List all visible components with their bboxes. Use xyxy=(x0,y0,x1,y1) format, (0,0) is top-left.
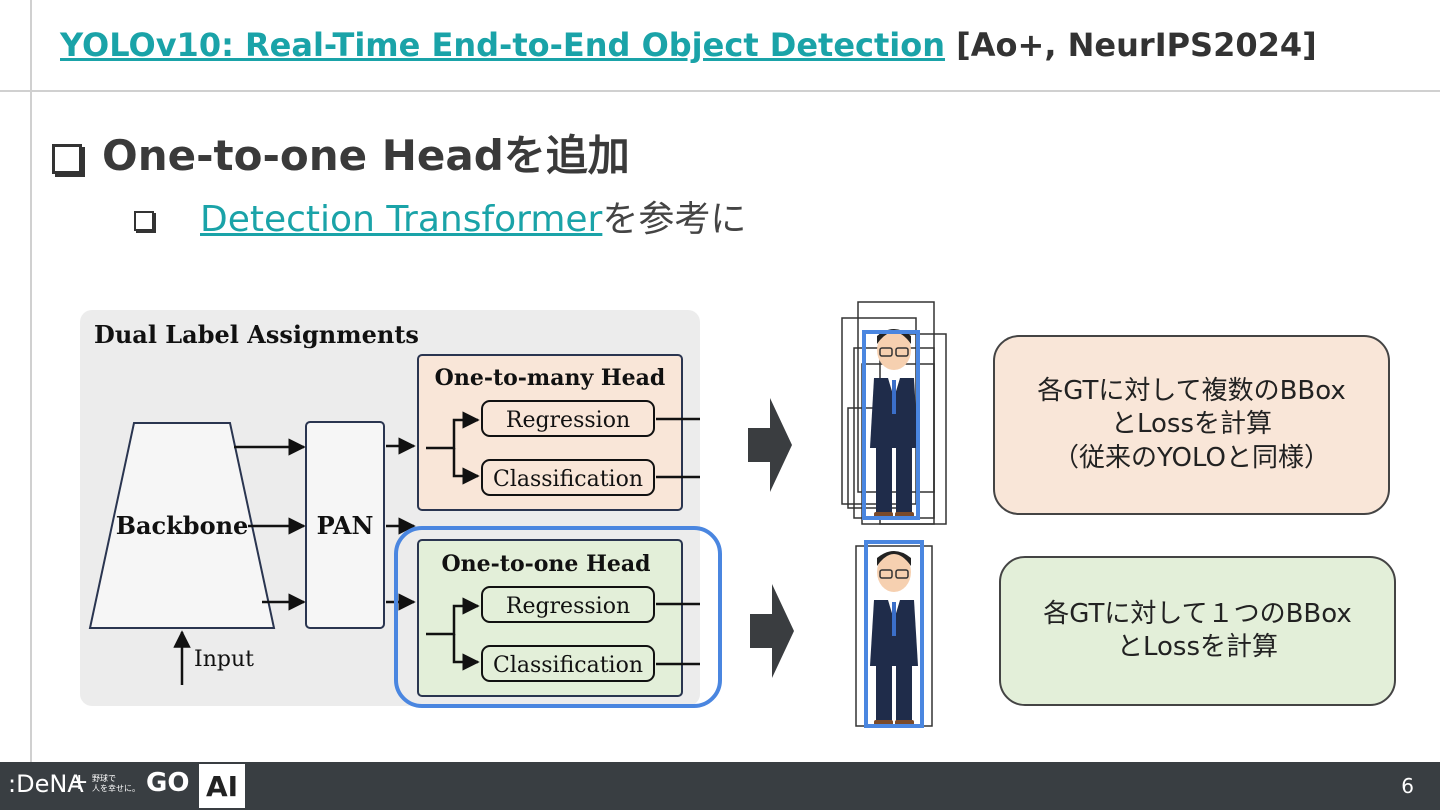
callout-one-to-one: 各GTに対して１つのBBox とLossを計算 xyxy=(999,556,1396,706)
input-label: Input xyxy=(194,647,254,672)
arrow-right-icon xyxy=(748,398,794,492)
one-classification-label: Classification xyxy=(493,653,643,678)
one-to-one-title: One-to-one Head xyxy=(442,551,651,577)
one-to-many-title: One-to-many Head xyxy=(435,365,666,391)
paper-link[interactable]: YOLOv10: Real-Time End-to-End Object Det… xyxy=(60,26,945,64)
footer-bar: :DeNA + 野球で人を幸せに。 GO AI 6 xyxy=(0,762,1440,810)
page-number: 6 xyxy=(1401,774,1414,798)
callout-bottom-line1: 各GTに対して１つのBBox xyxy=(1043,598,1352,631)
callout-one-to-many: 各GTに対して複数のBBox とLossを計算 （従来のYOLOと同様） xyxy=(993,335,1390,515)
many-classification-label: Classification xyxy=(493,467,643,492)
many-regression-label: Regression xyxy=(506,408,630,433)
callout-bottom-line2: とLossを計算 xyxy=(1117,631,1278,664)
person-figure xyxy=(870,329,918,518)
slide-title: YOLOv10: Real-Time End-to-End Object Det… xyxy=(60,26,1317,64)
pan-label: PAN xyxy=(317,511,374,540)
one-regression-label: Regression xyxy=(506,594,630,619)
person-figure xyxy=(870,551,918,726)
ai-logo: AI xyxy=(199,764,245,808)
callout-top-line1: 各GTに対して複数のBBox xyxy=(1037,375,1346,408)
baystars-logo: 野球で人を幸せに。 xyxy=(92,774,142,794)
backbone-label: Backbone xyxy=(116,511,249,540)
citation: [Ao+, NeurIPS2024] xyxy=(945,26,1317,64)
logo-plus: + xyxy=(70,770,88,795)
go-logo: GO xyxy=(146,768,189,798)
callout-top-line3: （従来のYOLOと同様） xyxy=(1053,442,1330,475)
sub-bullet: Detection Transformerを参考に xyxy=(134,190,746,242)
person-single-bbox-image xyxy=(852,538,940,732)
checkbox-bullet-icon xyxy=(134,211,154,231)
detr-link[interactable]: Detection Transformer xyxy=(200,199,602,240)
title-rule xyxy=(0,90,1440,92)
main-bullet: One-to-one Headを追加 xyxy=(52,122,630,183)
callout-top-line2: とLossを計算 xyxy=(1111,408,1272,441)
checkbox-bullet-icon xyxy=(52,144,82,174)
main-bullet-text: One-to-one Headを追加 xyxy=(102,131,630,180)
arrow-right-icon xyxy=(750,584,796,678)
sub-bullet-text: を参考に xyxy=(602,199,746,240)
person-multiple-bbox-image xyxy=(836,298,952,530)
left-rule xyxy=(30,0,32,762)
diagram-title: Dual Label Assignments xyxy=(94,320,419,349)
dual-label-diagram: Dual Label Assignments Backbone PAN Inpu… xyxy=(80,300,730,715)
